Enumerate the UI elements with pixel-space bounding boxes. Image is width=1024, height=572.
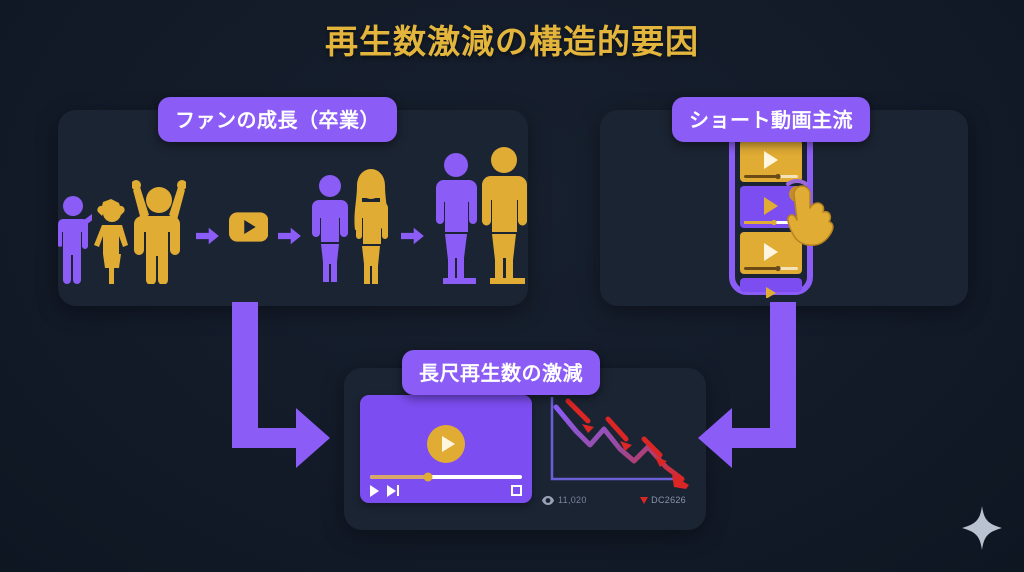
child-gold-icon (94, 199, 128, 284)
trend-stat: DC2626 (640, 495, 686, 505)
teen-gold-icon (354, 169, 389, 284)
decline-arrow (565, 398, 594, 433)
adult-gold-icon (482, 147, 528, 284)
decline-arrow (641, 436, 667, 467)
card-playback-drop: 11,020 DC2626 (344, 368, 706, 530)
youtube-play-logo (228, 212, 269, 242)
decline-chart: 11,020 DC2626 (542, 391, 692, 507)
triangle-down-icon (640, 496, 649, 504)
progress-knob[interactable] (423, 472, 433, 482)
teen-purple-icon (312, 175, 349, 282)
play-icon[interactable] (370, 484, 379, 497)
eye-icon (542, 495, 554, 505)
child-gold-cheering-icon (132, 180, 186, 284)
decline-arrow (605, 416, 632, 451)
arrow-right-icon (278, 227, 302, 245)
badge-short-video: ショート動画主流 (672, 97, 870, 142)
play-button-icon[interactable] (427, 424, 465, 463)
adult-purple-icon (436, 153, 478, 284)
chart-svg (550, 397, 689, 489)
next-icon[interactable] (387, 484, 399, 497)
arrow-right-icon (196, 227, 219, 245)
player-controls (370, 484, 522, 497)
views-stat: 11,020 (542, 495, 587, 505)
video-player[interactable] (360, 395, 532, 503)
page-title: 再生数激減の構造的要因 (325, 23, 699, 60)
connector-arrow-down-left (698, 302, 796, 468)
card-fan-growth (58, 110, 528, 306)
fan-growth-illustration (58, 110, 528, 306)
views-count: 11,020 (558, 495, 587, 505)
progress-fill (370, 475, 428, 479)
badge-playback-drop: 長尺再生数の激減 (402, 350, 600, 395)
teen-silhouettes (311, 168, 391, 284)
fullscreen-icon[interactable] (511, 485, 522, 496)
arrow-right-icon (401, 227, 425, 245)
trend-label: DC2626 (651, 495, 686, 505)
progress-bar[interactable] (370, 472, 522, 482)
connector-arrow-down-right (232, 302, 330, 468)
children-silhouettes (58, 172, 186, 284)
adult-silhouettes (434, 144, 528, 284)
badge-fan-growth: ファンの成長（卒業） (158, 97, 397, 142)
sparkle-icon (962, 506, 1002, 550)
child-purple-icon (58, 196, 92, 284)
chart-stats: 11,020 DC2626 (542, 495, 692, 505)
